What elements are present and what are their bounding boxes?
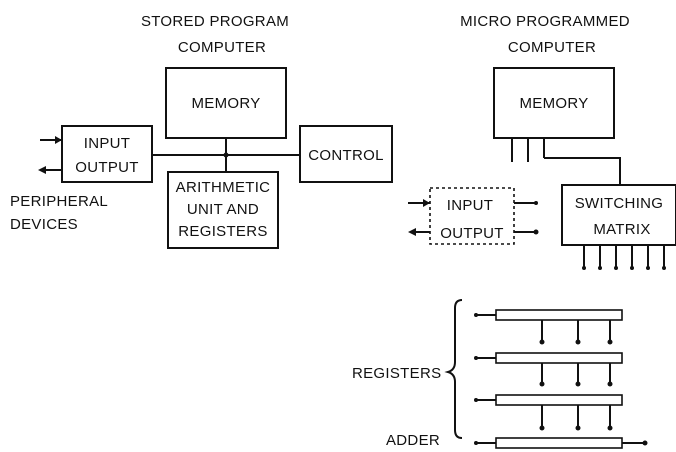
register-2 xyxy=(474,352,623,387)
micro-output-label: OUTPUT xyxy=(440,225,503,242)
stored-input-label: INPUT xyxy=(84,135,131,152)
stored-alu-line1: ARITHMETIC xyxy=(176,179,271,196)
micro-switching-label-line1: SWITCHING xyxy=(575,195,664,212)
stored-input-arrowhead xyxy=(55,136,62,144)
registers-brace xyxy=(444,299,463,439)
stored-memory-label: MEMORY xyxy=(191,95,260,112)
micro-matrix-output-lines xyxy=(582,245,666,270)
adder-output-dot xyxy=(642,440,648,446)
stored-title-line1: STORED PROGRAM xyxy=(141,13,289,30)
micro-output-arrowhead xyxy=(408,228,416,236)
micro-switching-matrix-box xyxy=(561,184,676,246)
stored-alu-box xyxy=(167,171,279,249)
stored-output-label: OUTPUT xyxy=(75,159,138,176)
micro-io-right-dot-bottom xyxy=(533,229,539,235)
micro-programmed-section: MICRO PROGRAMMED COMPUTER MEMORY INPUT O… xyxy=(352,13,676,449)
micro-memory-label: MEMORY xyxy=(519,95,588,112)
micro-input-label: INPUT xyxy=(447,197,494,214)
micro-memory-box xyxy=(493,67,615,139)
stored-control-label: CONTROL xyxy=(308,147,383,164)
micro-title-line2: COMPUTER xyxy=(508,39,596,56)
micro-io-box xyxy=(429,187,515,245)
peripheral-label-line2: DEVICES xyxy=(10,216,78,233)
stored-output-arrowhead xyxy=(38,166,46,174)
registers-label: REGISTERS xyxy=(352,365,441,382)
micro-switching-label-line2: MATRIX xyxy=(593,221,650,238)
register-1 xyxy=(474,309,623,345)
register-3 xyxy=(474,394,623,431)
peripheral-label-line1: PERIPHERAL xyxy=(10,193,108,210)
micro-input-arrowhead xyxy=(423,199,430,207)
micro-title-line1: MICRO PROGRAMMED xyxy=(460,13,630,30)
adder xyxy=(474,437,648,449)
micro-io-right-dot-top xyxy=(534,201,538,205)
micro-memory-matrix-route xyxy=(544,157,621,185)
adder-label: ADDER xyxy=(386,432,440,449)
stored-alu-line2: UNIT AND xyxy=(187,201,259,218)
stored-program-section: STORED PROGRAM COMPUTER MEMORY INPUT OUT… xyxy=(10,13,393,249)
stored-bus-junction xyxy=(223,152,229,158)
stored-alu-line3: REGISTERS xyxy=(178,223,267,240)
stored-title-line2: COMPUTER xyxy=(178,39,266,56)
